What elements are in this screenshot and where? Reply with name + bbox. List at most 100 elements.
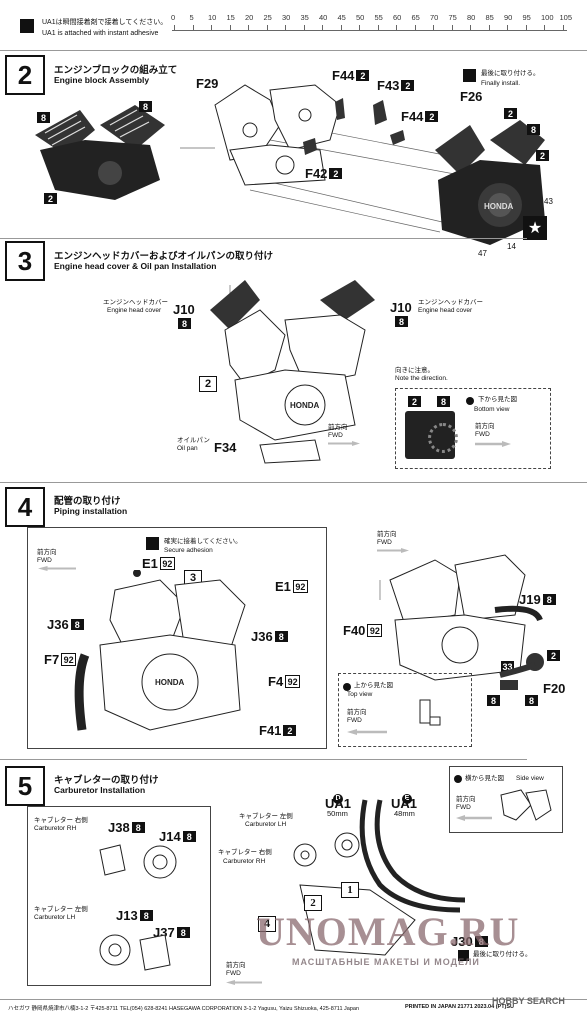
- ruler-number: 65: [411, 13, 420, 22]
- divider: [0, 238, 527, 239]
- carb-lh-illustration: [99, 934, 171, 971]
- ua1-d-label: D: [323, 787, 353, 805]
- ruler-tick: [396, 25, 397, 30]
- bottom-view-jp: 下から見た図: [478, 396, 517, 403]
- divider: [0, 759, 527, 760]
- side-view-box: [449, 766, 563, 833]
- ruler-tick: [248, 25, 249, 30]
- carb-rh-en: Carburetor RH: [34, 825, 77, 832]
- step5-title-jp: キャブレターの取り付け: [54, 775, 159, 786]
- oil-pan-label-en: Oil pan: [177, 445, 198, 452]
- part-badge-2: 2: [547, 650, 560, 661]
- fwd-arrow: [38, 566, 76, 571]
- secure-adhesion-icon: [146, 537, 159, 550]
- part-label-j10: J10: [390, 300, 412, 315]
- watermark-sub: МАСШТАБНЫЕ МАКЕТЫ И МОДЕЛИ: [292, 957, 480, 967]
- ruler-tick: [359, 25, 360, 30]
- note-direction-en: Note the direction.: [395, 375, 448, 382]
- side-view-en: Side view: [516, 775, 544, 782]
- part-badge-2: 2: [536, 150, 549, 161]
- fwd-arrow: [377, 548, 409, 553]
- bottom-view-box: [395, 388, 551, 469]
- step3-title-jp: エンジンヘッドカバーおよびオイルパンの取り付け: [54, 251, 273, 262]
- ruler-number: 55: [374, 13, 383, 22]
- fwd-label-jp: 前方向: [328, 424, 348, 431]
- adhesive-icon: [20, 19, 34, 33]
- step-number-5: 5: [5, 766, 45, 806]
- finally-install-jp: 最後に取り付ける。: [473, 951, 532, 958]
- ref-33: 33: [501, 661, 514, 672]
- ruler-number: 95: [522, 13, 531, 22]
- head-cover-label-en: Engine head cover: [107, 307, 162, 314]
- ua1-note-jp: UA1は瞬間接着剤で接着してください。: [42, 19, 168, 26]
- honda-logo: HONDA: [155, 678, 185, 687]
- step4-title-en: Piping installation: [54, 506, 128, 516]
- part-badge-8: 8: [395, 316, 408, 327]
- part-badge-8: 8: [487, 695, 500, 706]
- honda-logo: HONDA: [290, 401, 320, 410]
- ruler-number: 60: [393, 13, 402, 22]
- star-icon: ★: [523, 216, 547, 240]
- ruler-number: 70: [430, 13, 439, 22]
- part-label-f34: F34: [214, 440, 237, 455]
- bottom-view-gear: [428, 423, 458, 453]
- fwd-label-en: FWD: [226, 970, 241, 977]
- ruler-tick: [451, 25, 453, 30]
- ruler-number: 80: [467, 13, 476, 22]
- part-badge-2: 2: [44, 193, 57, 204]
- oil-pan-label-jp: オイルパン: [177, 437, 210, 444]
- step2-title-en: Engine block Assembly: [54, 75, 150, 85]
- f20-part-illustration: [499, 653, 544, 690]
- finally-install-en: Finally install.: [481, 80, 521, 87]
- finally-install-jp: 最後に取り付ける。: [481, 70, 540, 77]
- step4-piping-box: [27, 527, 327, 749]
- carb-rh-jp: キャブレター 右側: [34, 817, 88, 824]
- secure-adhesion-jp: 確実に接着してください。: [164, 538, 242, 545]
- footer-printed: PRINTED IN JAPAN 21771 2023.04 (PT)SU: [405, 1004, 515, 1010]
- carb-rh-jp: キャブレター 右側: [218, 849, 272, 856]
- bottom-view-en: Bottom view: [474, 406, 510, 413]
- step-number-4: 4: [5, 487, 45, 527]
- part-label-j10: J10: [173, 302, 195, 317]
- fwd-arrow: [328, 441, 360, 446]
- ref-14: 14: [507, 242, 516, 251]
- camera-icon: [343, 683, 351, 691]
- ruler-tick: [266, 25, 268, 30]
- finally-install-icon: [463, 69, 476, 82]
- part-label-f20: F20: [543, 681, 566, 696]
- ruler-number: 105: [559, 13, 573, 22]
- ua1-length-48: 48mm: [394, 809, 415, 818]
- top-view-part: [419, 699, 441, 726]
- part-badge-8: 8: [525, 695, 538, 706]
- letter-d-icon: D: [333, 793, 343, 804]
- note-direction-jp: 向きに注意。: [395, 367, 434, 374]
- part-badge-8: 8: [178, 318, 191, 329]
- part-badge-8: 8: [37, 112, 50, 123]
- part-badge-8: 8: [139, 101, 152, 112]
- camera-icon: [454, 775, 462, 783]
- step5-title-en: Carburetor Installation: [54, 785, 146, 795]
- ruler-number: 40: [319, 13, 328, 22]
- side-view-illustration: [500, 789, 552, 821]
- footer-address: ハセガワ 静岡県焼津市八楠3-1-2 〒425-8711 TEL(054) 62…: [8, 1006, 360, 1012]
- ruler-tick: [414, 25, 416, 30]
- fwd-label-en: FWD: [377, 539, 392, 546]
- part-badge-2: 2: [199, 376, 217, 392]
- fwd-label-en: FWD: [328, 432, 343, 439]
- part-badge-1: 1: [341, 882, 359, 898]
- ua1-note-en: UA1 is attached with instant adhesive: [42, 30, 159, 37]
- step4-title-jp: 配管の取り付け: [54, 496, 121, 507]
- hobby-search-text: HOBBY SEARCH: [492, 996, 565, 1006]
- step2-title-jp: エンジンブロックの組み立て: [54, 65, 178, 76]
- divider: [0, 999, 587, 1000]
